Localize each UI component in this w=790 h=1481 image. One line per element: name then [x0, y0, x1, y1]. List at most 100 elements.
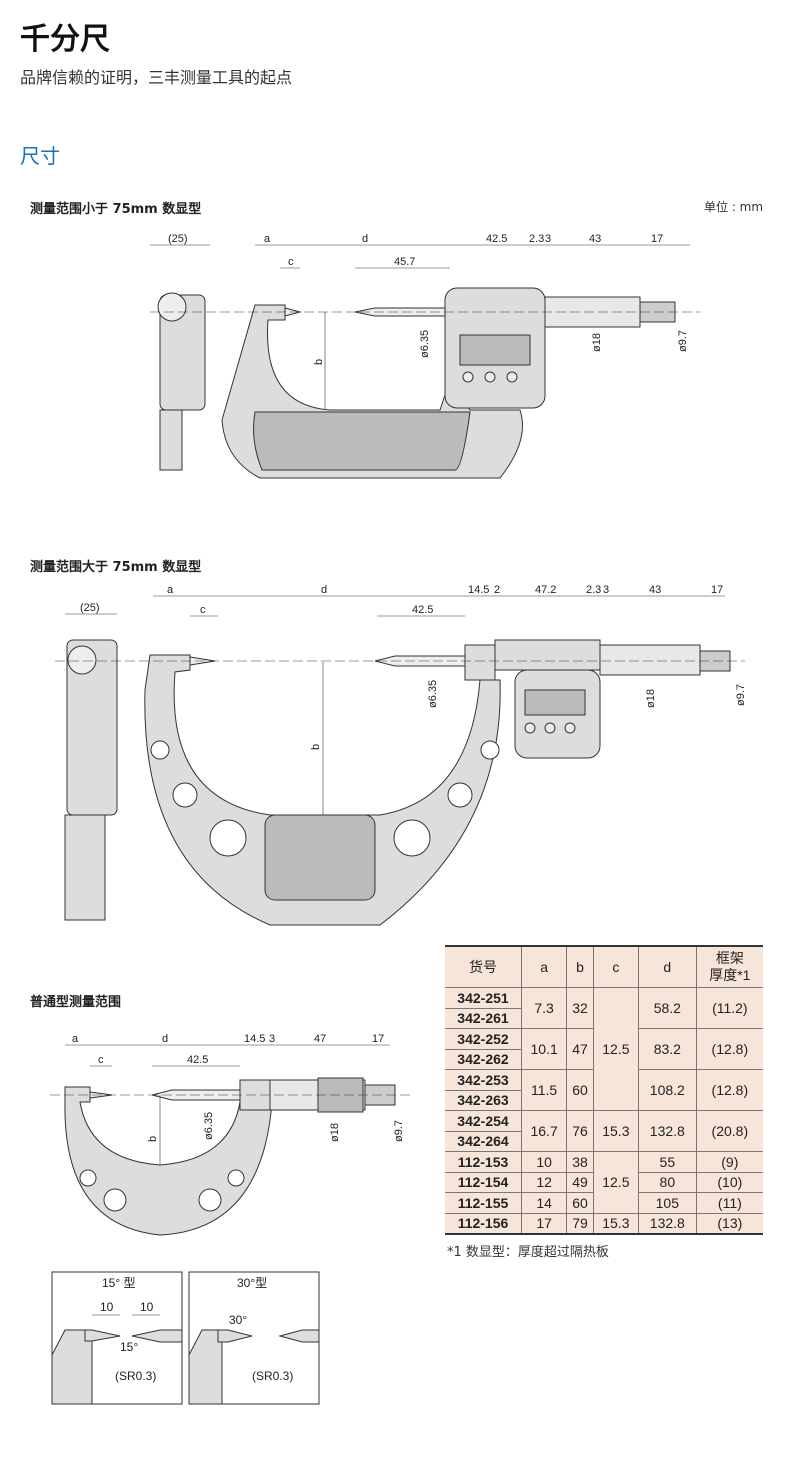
table-row: 342-262: [445, 1048, 763, 1070]
table-cell: 10.1: [520, 1028, 568, 1070]
diagram2-label: 测量范围大于 75mm 数显型: [30, 560, 202, 575]
page-title: 千分尺: [20, 22, 110, 57]
table-row: 342-263: [445, 1089, 763, 1111]
table-cell: 342-262: [445, 1048, 522, 1070]
table-cell: 60: [566, 1192, 594, 1214]
table-cell: 83.2: [637, 1028, 697, 1070]
dim-label: ø6.35: [203, 1112, 215, 1140]
table-cell: (20.8): [695, 1110, 763, 1152]
subtitle: 品牌信赖的证明，三丰测量工具的起点: [20, 68, 293, 87]
table-cell: 11.5: [520, 1069, 568, 1111]
dim-label: (25): [168, 233, 188, 245]
angle-label: 15°: [120, 1340, 138, 1354]
dim-label: d: [362, 233, 368, 245]
table-cell: (13): [695, 1212, 763, 1235]
col-header: a: [520, 945, 568, 988]
table-cell: 112-154: [445, 1171, 522, 1193]
diagram1-label: 测量范围小于 75mm 数显型: [30, 202, 202, 217]
diagram3-drawing: [64, 1077, 396, 1236]
dim-label: ø6.35: [419, 330, 431, 358]
table-cell: 342-251: [445, 987, 522, 1009]
table-cell: (10): [695, 1171, 763, 1193]
dim-label: 2.3: [586, 584, 601, 596]
table-cell: 80: [637, 1171, 697, 1193]
dim-label: 10: [100, 1300, 114, 1314]
table-cell: 105: [637, 1192, 697, 1214]
dim-label: b: [313, 359, 325, 365]
dim-label: ø9.7: [393, 1120, 405, 1142]
table-cell: (9): [695, 1151, 763, 1173]
table-cell: 132.8: [637, 1110, 697, 1152]
diagram1-drawing: [157, 287, 676, 479]
dim-label: ø9.7: [677, 330, 689, 352]
table-cell: 108.2: [637, 1069, 697, 1111]
table-cell: 342-252: [445, 1028, 522, 1050]
dim-label: 45.7: [394, 256, 415, 268]
tip-30-box: [188, 1271, 320, 1405]
dim-label: 2.3: [529, 233, 544, 245]
table-footnote: *1 数显型：厚度超过隔热板: [447, 1245, 609, 1260]
dim-label: b: [147, 1136, 159, 1142]
dim-label: 14.5: [244, 1033, 265, 1045]
section-title: 尺寸: [20, 144, 60, 168]
dim-label: b: [310, 744, 322, 750]
unit-label: 单位 : mm: [704, 200, 764, 214]
table-cell: 112-156: [445, 1212, 522, 1235]
dim-label: ø6.35: [427, 680, 439, 708]
dim-label: 43: [589, 233, 601, 245]
table-cell: 47: [566, 1028, 594, 1070]
table-cell: 76: [566, 1110, 594, 1152]
dim-label: d: [321, 584, 327, 596]
dim-label: 42.5: [486, 233, 507, 245]
table-cell: 10: [520, 1151, 568, 1173]
table-cell: 17: [520, 1212, 568, 1235]
dim-label: 3: [269, 1033, 275, 1045]
dim-label: c: [200, 604, 206, 616]
table-cell: (11.2): [695, 987, 763, 1029]
table-cell: 49: [566, 1171, 594, 1193]
diagram2-drawing: [64, 639, 731, 926]
table-cell: 60: [566, 1069, 594, 1111]
table-cell: 112-153: [445, 1151, 522, 1173]
tip-15-title: 15° 型: [102, 1276, 135, 1290]
dim-label: 17: [651, 233, 663, 245]
col-header: 货号: [445, 945, 522, 988]
dim-label: c: [98, 1054, 104, 1066]
table-cell: 14: [520, 1192, 568, 1214]
table-cell: 38: [566, 1151, 594, 1173]
table-cell: 12.5: [592, 987, 639, 1111]
dim-label: ø18: [645, 689, 657, 708]
table-cell: 58.2: [637, 987, 697, 1029]
dim-label: 17: [711, 584, 723, 596]
dim-label: a: [264, 233, 271, 245]
col-header: b: [566, 945, 594, 988]
table-cell: (12.8): [695, 1069, 763, 1111]
table-cell: (11): [695, 1192, 763, 1214]
dim-label: 10: [140, 1300, 154, 1314]
dim-label: a: [167, 584, 174, 596]
table-cell: 15.3: [592, 1110, 639, 1152]
table-cell: 342-264: [445, 1130, 522, 1152]
dim-label: ø18: [329, 1123, 341, 1142]
table-cell: 342-254: [445, 1110, 522, 1132]
dim-label: 42.5: [412, 604, 433, 616]
table-cell: (12.8): [695, 1028, 763, 1070]
angle-label: 30°: [229, 1313, 247, 1327]
table-cell: 7.3: [520, 987, 568, 1029]
table-cell: 342-253: [445, 1069, 522, 1091]
diagram3-dimlines: [50, 1044, 410, 1165]
dim-label: (25): [80, 602, 100, 614]
table-cell: 12: [520, 1171, 568, 1193]
dim-label: 3: [603, 584, 609, 596]
dim-label: 3: [545, 233, 551, 245]
table-cell: 55: [637, 1151, 697, 1173]
